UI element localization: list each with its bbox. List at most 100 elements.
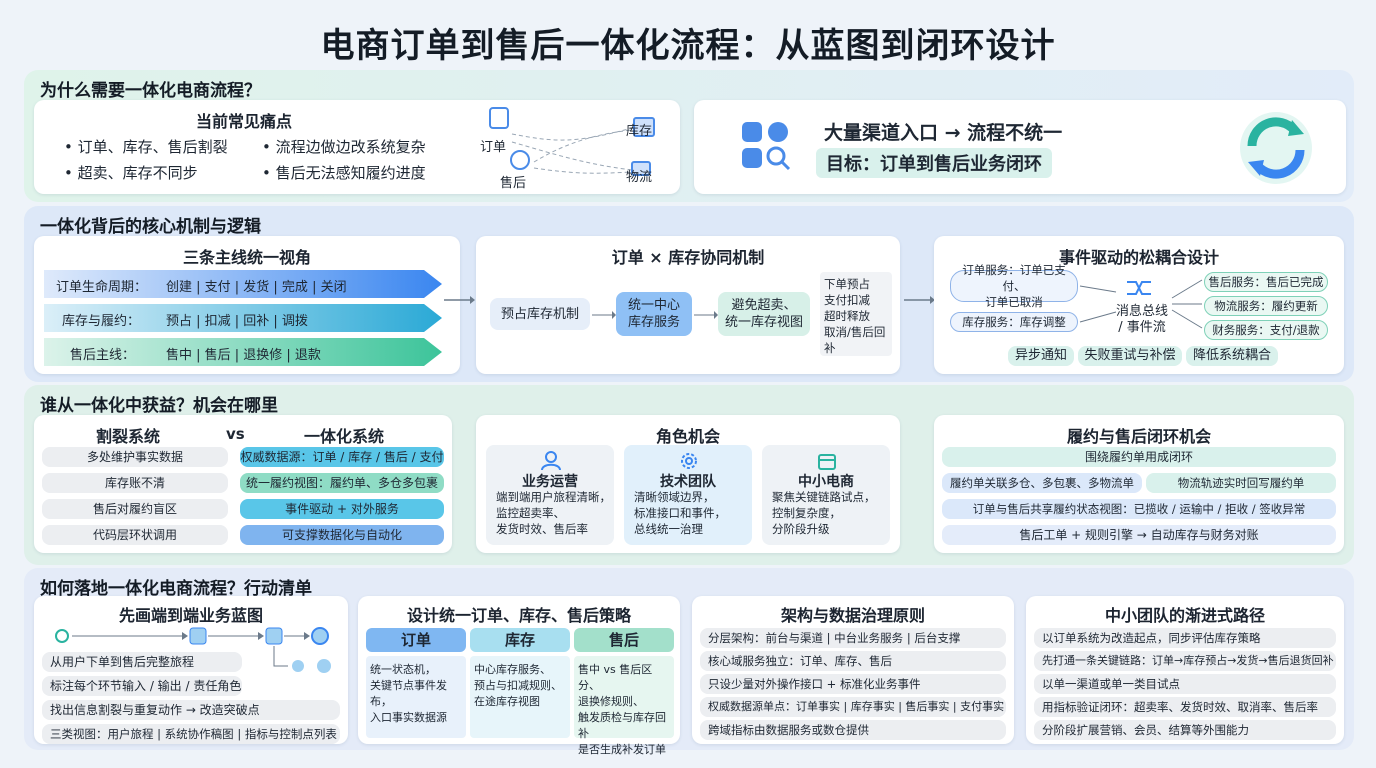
- node-label: 售后: [500, 176, 527, 191]
- user-icon: [541, 451, 561, 471]
- closed-loop-card: 履约与售后闭环机会 围绕履约单用成闭环 履约单关联多仓、多包裹、多物流单 物流轨…: [934, 415, 1344, 553]
- blueprint-item: 找出信息割裂与重复动作 → 改造突破点: [42, 700, 340, 720]
- page-title: 电商订单到售后一体化流程：从蓝图到闭环设计: [320, 26, 1056, 66]
- close-item: 订单与售后共享履约状态视图：已揽收 / 运输中 / 拒收 / 签收异常: [942, 499, 1336, 519]
- cycle-icon: [1240, 112, 1312, 184]
- card-title: 架构与数据治理原则: [780, 606, 925, 625]
- order-doc-icon: [489, 107, 509, 129]
- right-item: 统一履约视图：履约单、多仓多包裹: [240, 473, 444, 493]
- blueprint-flow: [55, 627, 331, 673]
- path-card: 中小团队的渐进式路径 以订单系统为改造起点，同步评估库存策略 先打通一条关键链路…: [1026, 596, 1344, 744]
- card-title: 角色机会: [655, 427, 720, 446]
- strategy-col: 统一状态机， 关键节点事件发布， 入口事实数据源: [366, 656, 466, 738]
- strategy-head-aftersale: 售后: [574, 628, 674, 652]
- event-source-order: 订单服务：订单已支付、 订单已取消: [950, 263, 1078, 309]
- clock-icon: [510, 150, 530, 170]
- path-item: 以订单系统为改造起点，同步评估库存策略: [1034, 628, 1336, 648]
- node-label: 订单: [480, 140, 507, 155]
- architecture-card: 架构与数据治理原则 分层架构：前台与渠道 | 中台业务服务 | 后台支撑 核心域…: [692, 596, 1014, 744]
- pain-item: • 流程边做边改系统复杂: [262, 138, 426, 156]
- arch-item: 权威数据源单点：订单事实 | 库存事实 | 售后事实 | 支付事实: [700, 697, 1006, 717]
- line-steps: 售中 | 售后 | 退换修 | 退款: [166, 348, 321, 363]
- arch-item: 跨域指标由数据服务或数仓提供: [700, 720, 1006, 740]
- role-desc: 清晰领域边界， 标准接口和事件， 总线统一治理: [634, 490, 726, 536]
- arrow-right-icon: [904, 296, 935, 304]
- left-item: 售后对履约盲区: [42, 499, 228, 519]
- inventory-line-arrow: [44, 304, 442, 332]
- blueprint-item: 标注每个环节输入 / 输出 / 责任角色: [42, 676, 242, 696]
- role-name: 业务运营: [522, 474, 578, 490]
- event-card: 事件驱动的松耦合设计 订单服务：订单已支付、 订单已取消 库存服务：库存调整 消…: [934, 236, 1344, 374]
- event-tag: 降低系统耦合: [1186, 346, 1278, 366]
- event-target-logistics: 物流服务：履约更新: [1204, 296, 1328, 316]
- card-title: 中小团队的渐进式路径: [1104, 606, 1265, 625]
- roles-card: 角色机会 业务运营 端到端用户旅程清晰， 监控超卖率、 发货时效、售后率 技术团…: [476, 415, 900, 553]
- line-label: 订单生命周期：: [56, 280, 148, 295]
- strategy-col: 中心库存服务、 预占与扣减规则、 在途库存视图: [470, 656, 570, 738]
- path-item: 先打通一条关键链路：订单→库存预占→发货→售后退货回补: [1034, 651, 1336, 671]
- sync-note: 下单预占 支付扣减 超时释放 取消/售后回补: [820, 272, 892, 356]
- role-card-tech: 技术团队 清晰领域边界， 标准接口和事件， 总线统一治理: [624, 445, 752, 545]
- section-title: 一体化背后的核心机制与逻辑: [40, 217, 261, 237]
- gear-icon: [681, 453, 697, 469]
- event-arrows: [1079, 279, 1203, 329]
- section-title: 为什么需要一体化电商流程？: [40, 81, 261, 101]
- fragmented-systems-diagram: [489, 107, 655, 176]
- role-name: 技术团队: [660, 474, 716, 490]
- goal-text: 目标：订单到售后业务闭环: [816, 148, 1052, 178]
- node-label: 库存: [626, 124, 653, 139]
- line-label: 售后主线：: [70, 348, 136, 363]
- card-title: 履约与售后闭环机会: [1066, 427, 1211, 446]
- node-label: 物流: [626, 170, 653, 185]
- compare-right-title: 一体化系统: [304, 427, 385, 446]
- box-icon: [633, 117, 655, 137]
- section-benefits: 谁从一体化中获益？机会在哪里 割裂系统 vs 一体化系统 多处维护事实数据 库存…: [24, 385, 1354, 565]
- section-action: 如何落地一体化电商流程？行动清单 先画端到端业务蓝图 从用户下单到售后完整旅程 …: [24, 568, 1354, 756]
- channels-text: 大量渠道入口 → 流程不统一: [824, 122, 1063, 144]
- pain-item: • 售后无法感知履约进度: [262, 164, 426, 182]
- left-item: 库存账不清: [42, 473, 228, 493]
- arch-item: 核心域服务独立：订单、库存、售后: [700, 651, 1006, 671]
- blueprint-item: 三类视图：用户旅程 | 系统协作稿图 | 指标与控制点列表: [42, 724, 340, 744]
- left-item: 多处维护事实数据: [42, 447, 228, 467]
- left-item: 代码层环状调用: [42, 525, 228, 545]
- right-item: 可支撑数据化与自动化: [240, 525, 444, 545]
- arrow-right-icon: [444, 296, 475, 304]
- pain-item: • 超卖、库存不同步: [64, 164, 198, 182]
- close-item: 履约单关联多仓、多包裹、多物流单: [942, 473, 1142, 493]
- role-card-sme: 中小电商 聚焦关键链路试点， 控制复杂度， 分阶段升级: [762, 445, 890, 545]
- blueprint-item: 从用户下单到售后完整旅程: [42, 652, 242, 672]
- strategy-head-order: 订单: [366, 628, 466, 652]
- user-icon: [55, 629, 69, 643]
- role-desc: 聚焦关键链路试点， 控制复杂度， 分阶段升级: [772, 490, 876, 536]
- role-desc: 端到端用户旅程清晰， 监控超卖率、 发货时效、售后率: [496, 490, 611, 536]
- event-bus-label: 消息总线 / 事件流: [1115, 304, 1168, 335]
- pain-points-card: 当前常见痛点 • 订单、库存、售后割裂 • 超卖、库存不同步 • 流程边做边改系…: [34, 100, 680, 194]
- app-grid-icon: [742, 122, 791, 171]
- compare-left-title: 割裂系统: [96, 427, 161, 446]
- line-steps: 预占 | 扣减 | 回补 | 调拨: [166, 314, 308, 329]
- arch-item: 分层架构：前台与渠道 | 中台业务服务 | 后台支撑: [700, 628, 1006, 648]
- card-title: 订单 × 库存协同机制: [611, 248, 765, 267]
- event-tag: 失败重试与补偿: [1078, 346, 1182, 366]
- section-title: 谁从一体化中获益？机会在哪里: [40, 396, 278, 416]
- flow-arrows: [44, 270, 442, 366]
- section-why: 为什么需要一体化电商流程？ 当前常见痛点 • 订单、库存、售后割裂 • 超卖、库…: [24, 70, 1354, 202]
- role-name: 中小电商: [798, 474, 854, 490]
- event-target-aftersale: 售后服务：售后已完成: [1204, 272, 1328, 292]
- event-target-finance: 财务服务：支付/退款: [1204, 320, 1328, 340]
- strategy-col: 售中 vs 售后区分、 退换修规则、 触发质检与库存回补 是否生成补发订单: [574, 656, 674, 756]
- right-item: 权威数据源：订单 / 库存 / 售后 / 支付: [240, 447, 444, 467]
- sync-card: 订单 × 库存协同机制 预占库存机制 统一中心 库存服务 避免超卖、 统一库存视…: [476, 236, 900, 374]
- three-lines-card: 三条主线统一视角 订单生命周期： 创建 | 支付 | 发货 | 完成 | 关闭 …: [34, 236, 460, 374]
- section-mechanism: 一体化背后的核心机制与逻辑 三条主线统一视角 订单生命周期： 创建 | 支付 |…: [24, 206, 1354, 382]
- vs-label: vs: [226, 425, 245, 443]
- section-title: 如何落地一体化电商流程？行动清单: [40, 579, 312, 599]
- sync-arrows: [592, 311, 718, 319]
- sync-box-center: 统一中心 库存服务: [616, 292, 692, 336]
- card-title: 先画端到端业务蓝图: [118, 606, 263, 625]
- bus-icon: [1127, 281, 1151, 295]
- goal-card: 大量渠道入口 → 流程不统一 目标：订单到售后业务闭环: [694, 100, 1346, 194]
- strategy-card: 设计统一订单、库存、售后策略 订单 库存 售后 统一状态机， 关键节点事件发布，…: [358, 596, 680, 756]
- arch-item: 只设少量对外操作接口 + 标准化业务事件: [700, 674, 1006, 694]
